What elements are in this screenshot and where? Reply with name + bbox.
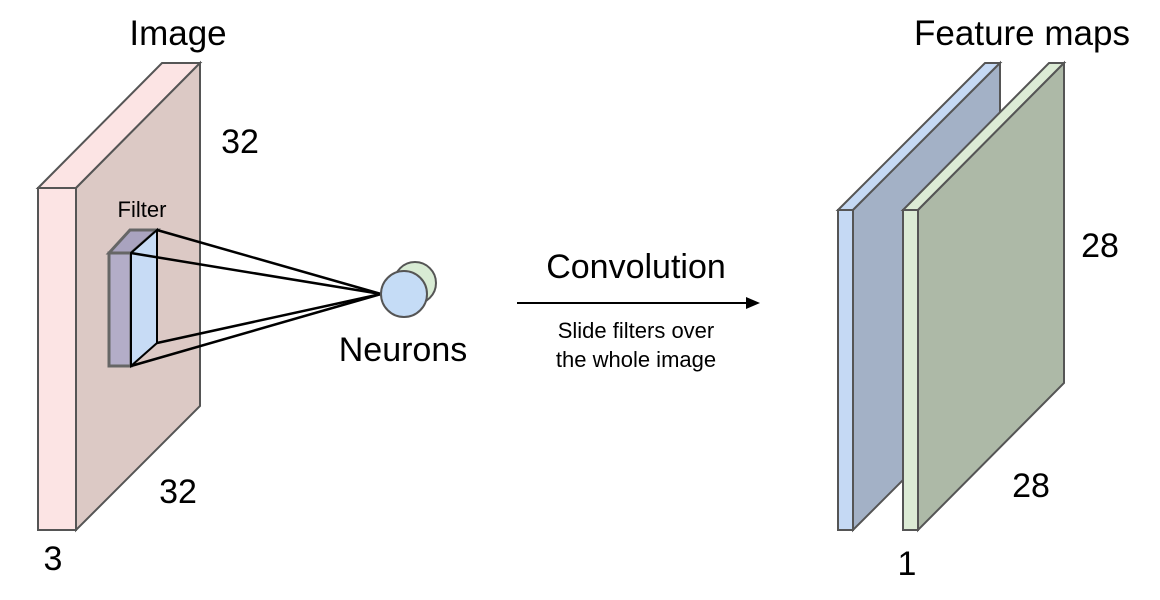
feature-map-1-front-face — [837, 209, 854, 531]
feature-map-height-label: 28 — [1081, 227, 1119, 265]
feature-maps-title: Feature maps — [914, 14, 1130, 53]
connection-line — [156, 228, 382, 296]
image-volume-front-face — [37, 187, 77, 531]
connection-line — [130, 251, 382, 296]
neurons-group — [380, 261, 437, 318]
feature-map-2-front-face — [902, 209, 919, 531]
image-width-label: 32 — [159, 473, 197, 511]
filter-label: Filter — [118, 197, 167, 222]
arrow-head-icon — [746, 297, 760, 309]
filter-back-face — [107, 251, 133, 368]
filter-front-face — [130, 227, 158, 369]
connection-line — [130, 292, 382, 368]
slide-filters-line-1: Slide filters over — [558, 318, 715, 343]
convolution-label: Convolution — [546, 248, 726, 286]
feature-map-depth-label: 1 — [898, 545, 917, 583]
image-height-label: 32 — [221, 123, 259, 161]
neuron-front-circle — [380, 270, 428, 318]
convolution-arrow — [517, 297, 760, 309]
receptive-field-lines — [130, 228, 382, 368]
feature-map-2 — [900, 60, 1067, 533]
slide-filters-line-2: the whole image — [556, 347, 716, 372]
feature-map-width-label: 28 — [1012, 467, 1050, 505]
image-depth-label: 3 — [44, 540, 63, 578]
neurons-label: Neurons — [339, 331, 468, 369]
image-title: Image — [129, 14, 226, 53]
filter-block — [105, 227, 161, 369]
connection-line — [156, 292, 382, 345]
